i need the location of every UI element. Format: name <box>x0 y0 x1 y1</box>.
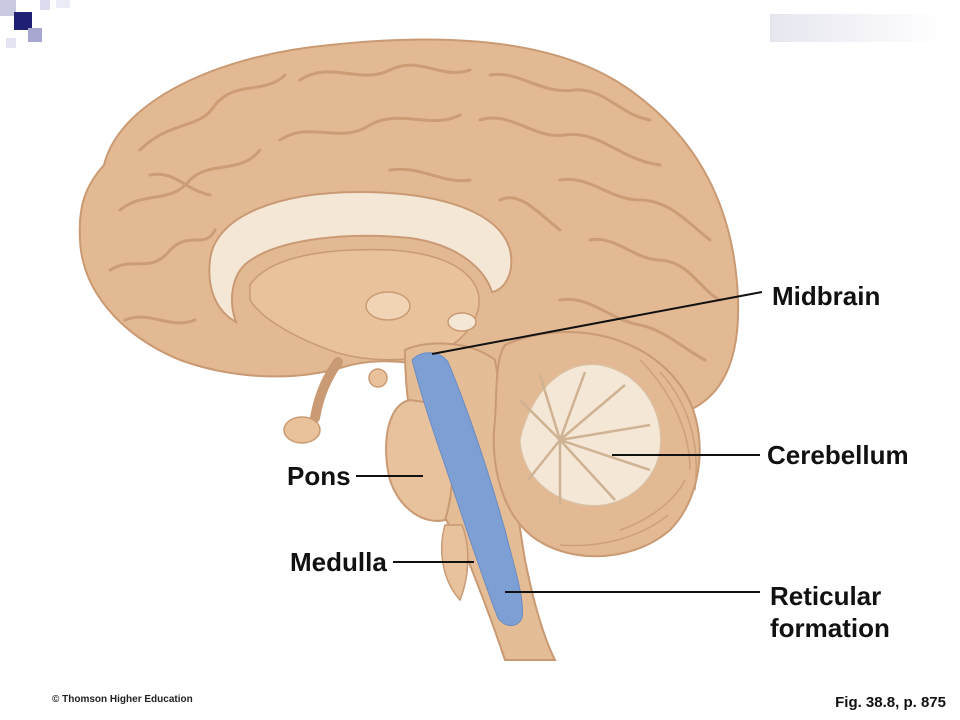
cerebellum-folia <box>559 359 697 547</box>
label-reticular-line-1: Reticular <box>770 581 882 611</box>
mammillary-body <box>368 368 388 388</box>
corner-decoration <box>0 0 70 48</box>
thalamus-nucleus <box>365 291 411 321</box>
figure-reference: Fig. 38.8, p. 875 <box>835 694 946 711</box>
leader-line-midbrain <box>431 291 763 355</box>
pituitary-gland <box>283 416 321 444</box>
label-reticular-line-2: formation <box>770 613 890 643</box>
pineal-gland <box>447 312 477 332</box>
corpus-callosum <box>208 190 513 325</box>
pituitary-stalk <box>310 357 343 423</box>
label-cerebellum: Cerebellum <box>767 440 909 470</box>
label-medulla: Medulla <box>290 547 387 577</box>
leader-lines <box>356 291 763 593</box>
header-bar <box>770 14 940 42</box>
gyri-texture <box>108 63 722 362</box>
label-midbrain: Midbrain <box>772 281 881 311</box>
label-pons: Pons <box>287 461 351 491</box>
reticular-formation <box>411 352 524 626</box>
publisher-credit: © Thomson Higher Education <box>52 694 193 705</box>
arbor-vitae <box>519 363 662 507</box>
